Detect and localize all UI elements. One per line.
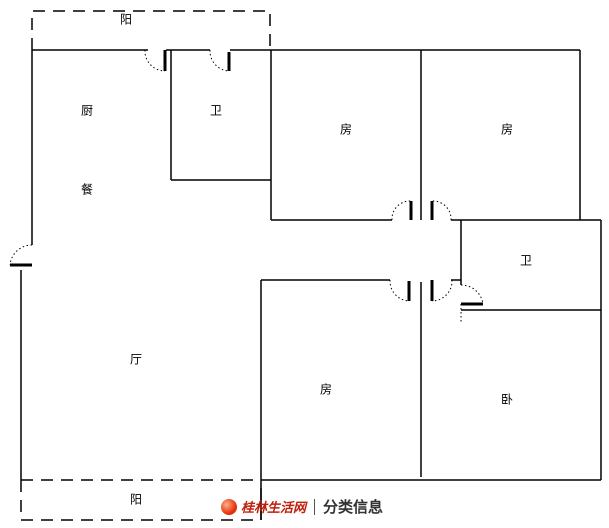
door-room-2 bbox=[430, 200, 452, 221]
room-label-dining: 餐 bbox=[80, 182, 94, 197]
watermark-category: 分类信息 bbox=[323, 498, 384, 516]
balcony-top-outline bbox=[31, 10, 271, 50]
room-label-bath-right: 卫 bbox=[519, 253, 533, 268]
room-label-room-3: 房 bbox=[319, 382, 333, 397]
door-bedroom bbox=[430, 279, 453, 302]
door-kitchen bbox=[144, 49, 167, 72]
room-label-living: 厅 bbox=[129, 352, 143, 367]
walls bbox=[20, 49, 602, 520]
door-room-1 bbox=[391, 200, 413, 221]
door-room-3 bbox=[389, 279, 411, 302]
room-label-bedroom: 卧 bbox=[500, 392, 514, 407]
watermark: 桂林生活网 分类信息 bbox=[221, 496, 383, 517]
watermark-divider bbox=[314, 498, 316, 515]
watermark-site-name: 桂林生活网 bbox=[241, 501, 307, 516]
room-label-kitchen: 厨 bbox=[80, 103, 94, 118]
door-bath-right bbox=[460, 284, 484, 322]
room-label-room-1: 房 bbox=[339, 122, 353, 137]
logo-ball-icon bbox=[221, 498, 237, 515]
door-bath-top bbox=[209, 49, 231, 72]
room-label-balcony-bottom: 阳 bbox=[129, 492, 143, 507]
room-label-room-2: 房 bbox=[500, 122, 514, 137]
room-label-bath-top: 卫 bbox=[209, 103, 223, 118]
room-label-balcony-top: 阳 bbox=[119, 12, 133, 27]
door-entrance bbox=[9, 244, 33, 267]
